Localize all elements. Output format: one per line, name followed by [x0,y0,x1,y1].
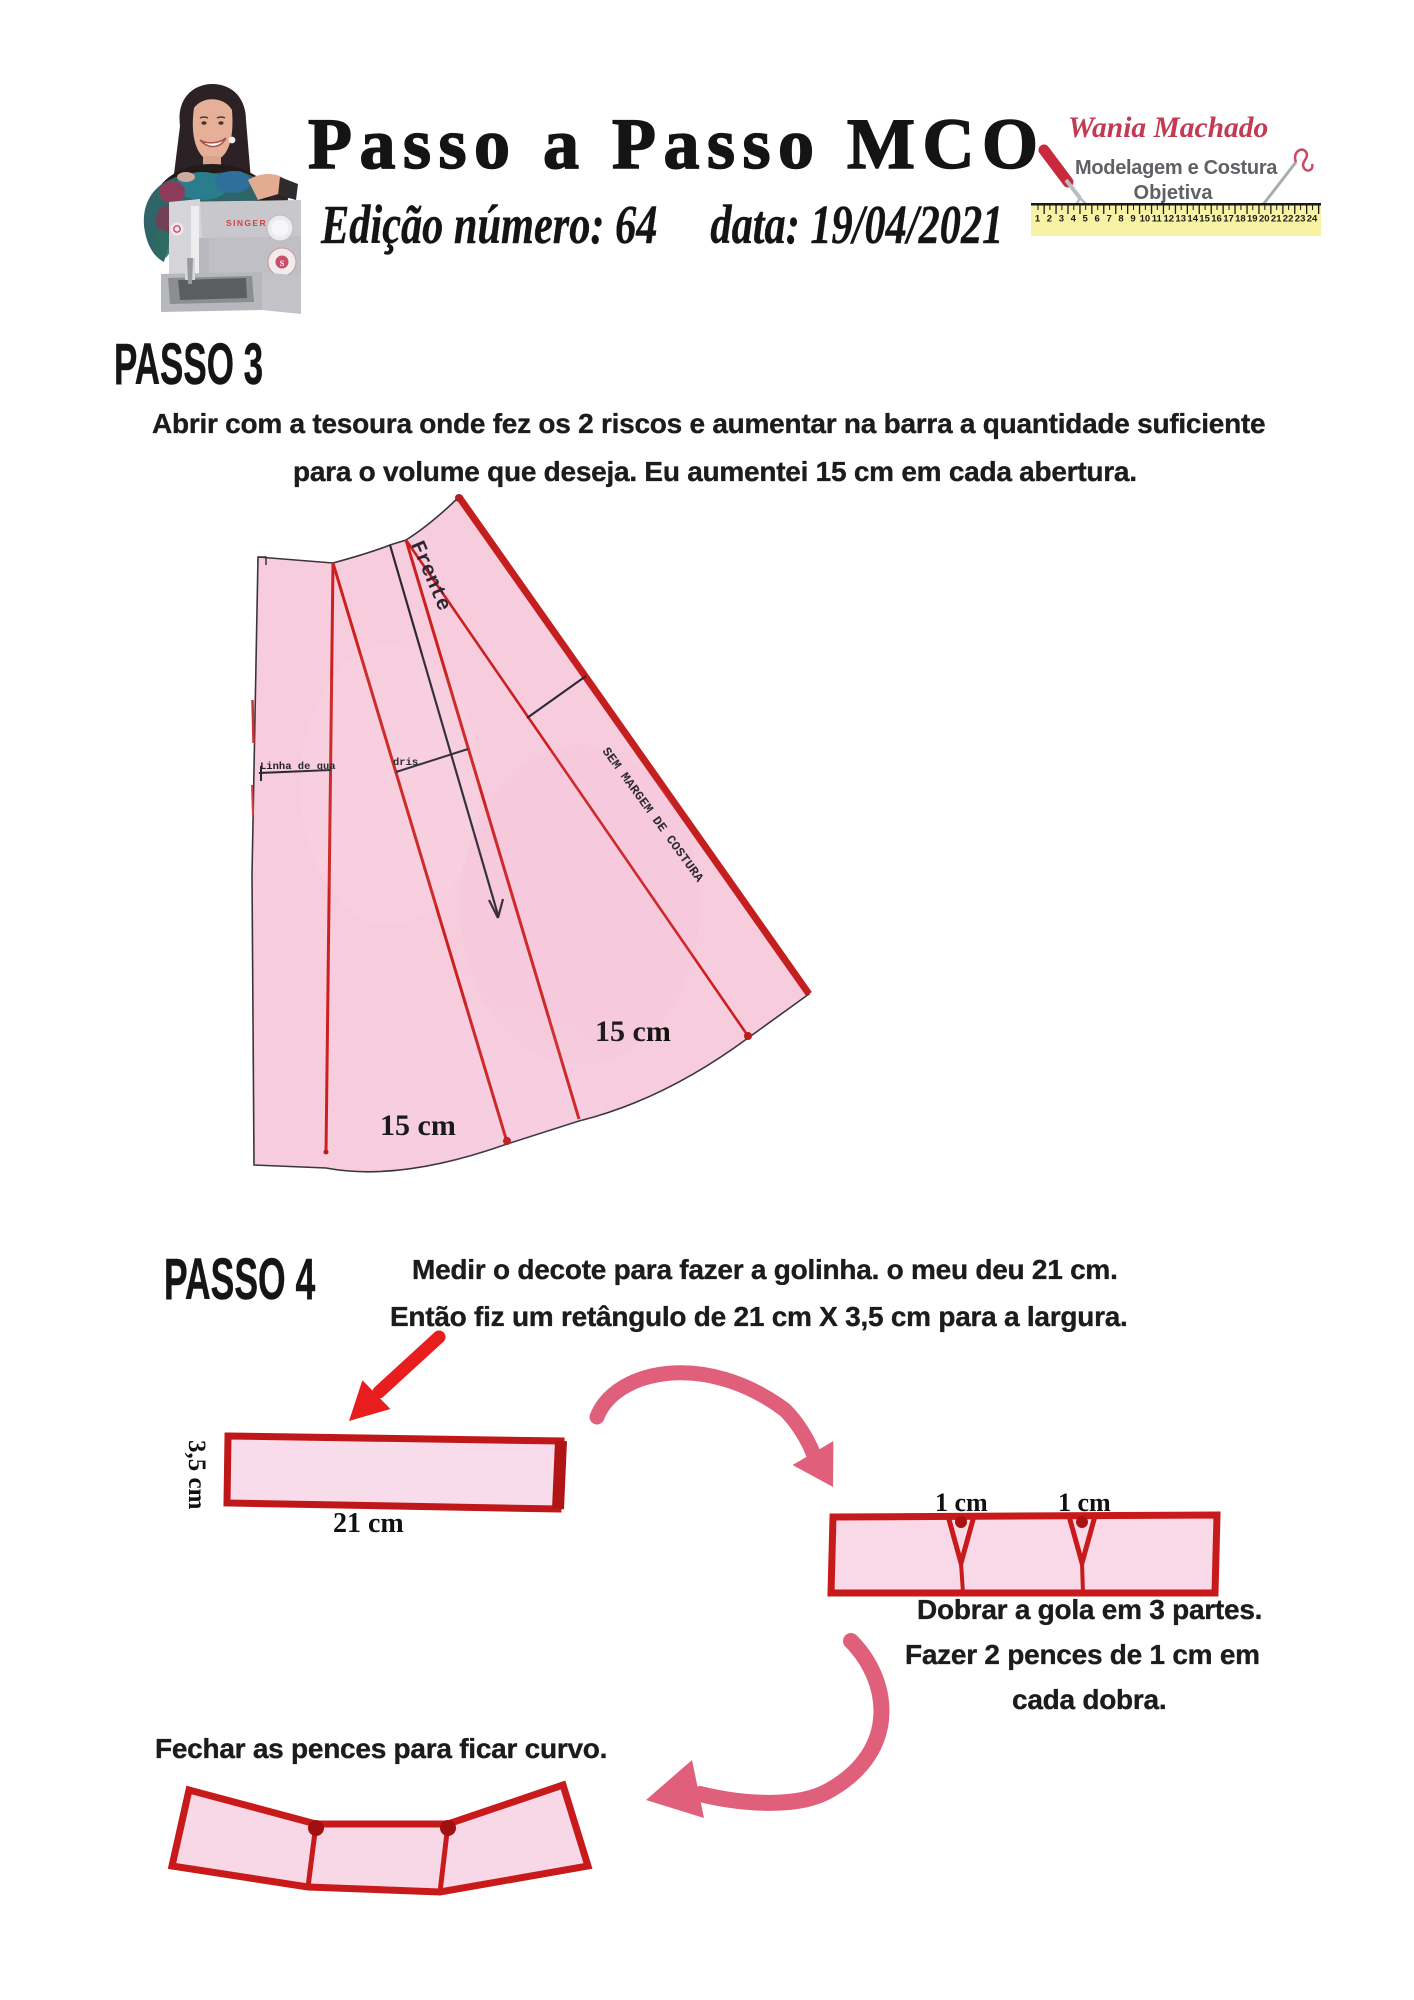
svg-text:21: 21 [1271,214,1282,225]
svg-text:7: 7 [1106,214,1111,225]
svg-text:11: 11 [1152,214,1163,225]
svg-text:14: 14 [1187,214,1198,225]
svg-text:4: 4 [1071,214,1077,225]
svg-text:SINGER: SINGER [226,218,267,228]
svg-text:8: 8 [1118,214,1123,225]
svg-text:6: 6 [1095,214,1100,225]
svg-text:10: 10 [1140,214,1151,225]
svg-text:24: 24 [1307,214,1318,225]
svg-text:9: 9 [1130,214,1135,225]
svg-text:dris: dris [393,757,418,769]
svg-text:Linha de qua: Linha de qua [260,761,336,773]
svg-text:17: 17 [1223,214,1234,225]
svg-text:19: 19 [1247,214,1258,225]
svg-text:22: 22 [1283,214,1294,225]
svg-text:16: 16 [1211,214,1222,225]
svg-text:15 cm: 15 cm [380,1109,456,1142]
svg-text:15: 15 [1199,214,1210,225]
svg-text:18: 18 [1235,214,1246,225]
svg-text:20: 20 [1259,214,1270,225]
svg-text:12: 12 [1164,214,1175,225]
svg-text:2: 2 [1047,214,1052,225]
svg-text:S: S [280,258,285,268]
svg-text:1: 1 [1035,214,1041,225]
svg-text:15 cm: 15 cm [595,1015,671,1048]
svg-text:23: 23 [1295,214,1306,225]
svg-text:13: 13 [1175,214,1186,225]
svg-text:5: 5 [1083,214,1089,225]
svg-text:3: 3 [1059,214,1064,225]
